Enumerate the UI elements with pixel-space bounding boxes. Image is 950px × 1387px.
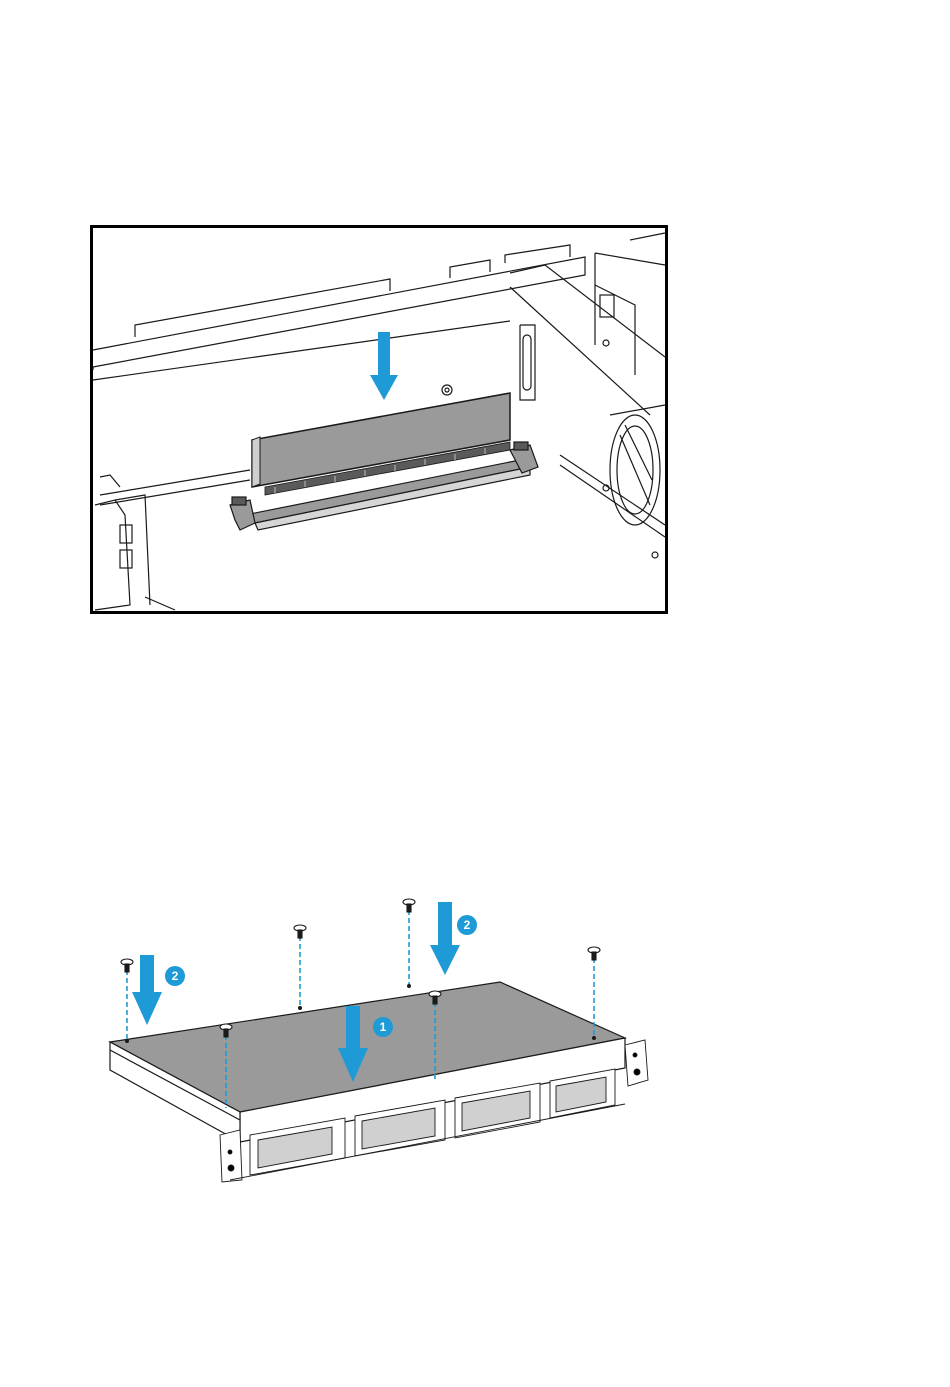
step-badge-icon: 2: [165, 966, 185, 986]
down-arrow-icon: [132, 955, 162, 1025]
down-arrow-icon: [430, 902, 460, 975]
svg-text:1: 1: [380, 1020, 387, 1034]
cover-install-svg: 2 2 1: [100, 890, 660, 1190]
step-badge-icon: 2: [457, 915, 477, 935]
memory-install-illustration: [90, 225, 668, 614]
step-badge-icon: 1: [373, 1017, 393, 1037]
svg-text:2: 2: [172, 969, 179, 983]
memory-install-svg: [90, 225, 668, 614]
svg-text:2: 2: [464, 918, 471, 932]
cover-install-illustration: 2 2 1: [100, 890, 660, 1190]
